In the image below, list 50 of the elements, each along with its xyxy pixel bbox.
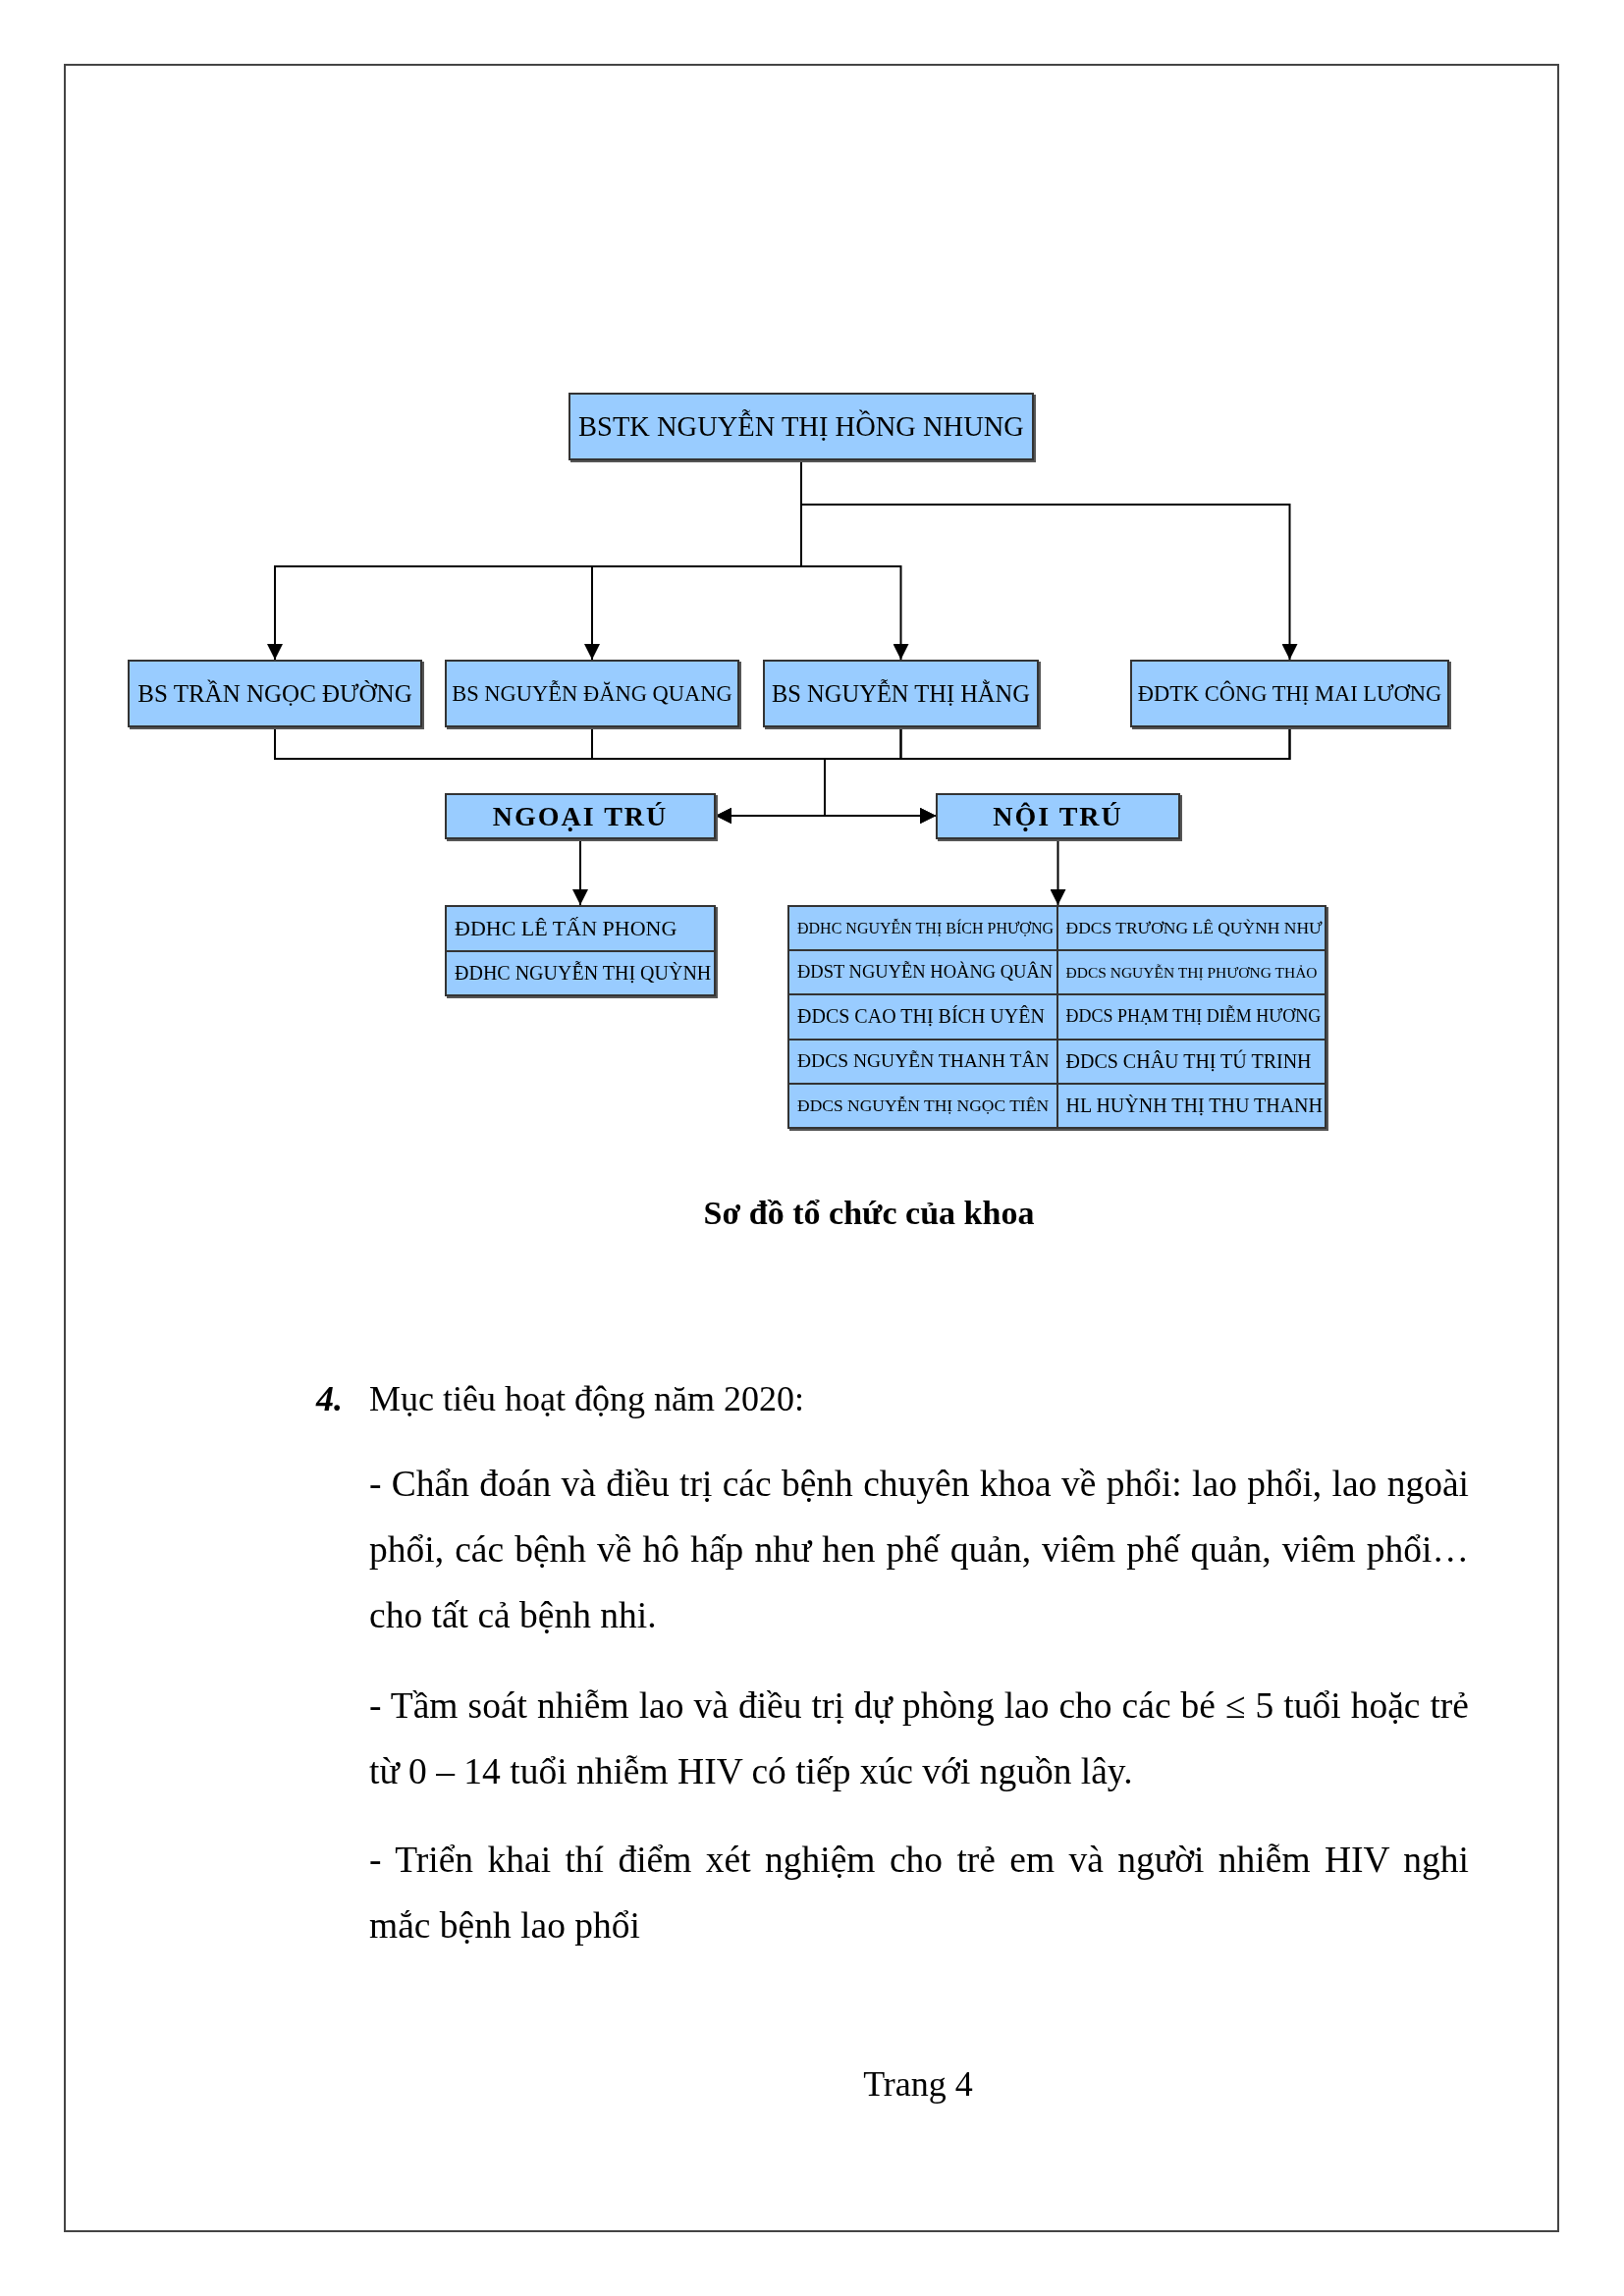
table-cell [1057, 907, 1325, 950]
box-label: NGOẠI TRÚ [492, 800, 669, 832]
table-cell [1057, 1084, 1325, 1127]
staff-table [445, 905, 716, 996]
box-label: ĐDHC NGUYỄN THỊ BÍCH PHƯỢNG [797, 919, 1054, 937]
body-paragraph: - Tầm soát nhiễm lao và điều trị dự phòng lao cho các bé ≤ 5 tuổi hoặc trẻ từ 0 – 14 tuổi nhiễm HIV có tiếp xúc với nguồn lây. [369, 1684, 1469, 1793]
diagram-caption: Sơ đồ tổ chức của khoa [702, 1195, 1036, 1232]
box-label: ĐDCS PHẠM THỊ DIỄM HƯƠNG [1065, 1006, 1322, 1028]
box-label: ĐDCS TRƯƠNG LÊ QUỲNH NHƯ [1065, 918, 1323, 939]
box-label: ĐDHC LÊ TẤN PHONG [455, 915, 677, 941]
connector-arrow [572, 838, 588, 906]
box-label: ĐDTK CÔNG THỊ MAI LƯƠNG [1137, 680, 1442, 707]
box-label: ĐDHC NGUYỄN THỊ QUỲNH [455, 961, 712, 985]
body-paragraph: - Chẩn đoán và điều trị các bệnh chuyên khoa về phổi: lao phổi, lao ngoài phổi, các bệnh về hô hấp như hen phế quản, viêm phế quản, viêm phổi…cho tất cả bệnh nhi. [369, 1463, 1469, 1637]
box-label: ĐDCS NGUYỄN THANH TÂN [797, 1050, 1050, 1073]
staff-table [787, 905, 1326, 1129]
table-cell [1057, 995, 1325, 1039]
box-label: BS NGUYỄN THỊ HẰNG [772, 679, 1030, 708]
page-number: Trang 4 [862, 2063, 974, 2106]
table-cell [1057, 1040, 1325, 1083]
box-label: ĐDCS CHÂU THỊ TÚ TRINH [1065, 1049, 1312, 1073]
box-label: NỘI TRÚ [993, 800, 1123, 832]
section-number: 4. [316, 1378, 344, 1420]
org-box [1130, 660, 1449, 727]
table-cell [447, 951, 714, 994]
box-label: ĐDCS NGUYỄN THỊ NGỌC TIÊN [797, 1095, 1049, 1116]
connector-arrow [824, 726, 1291, 824]
box-label: HL HUỲNH THỊ THU THANH [1065, 1094, 1323, 1117]
org-box [445, 793, 716, 839]
box-label: ĐDCS CAO THỊ BÍCH UYÊN [797, 1005, 1045, 1029]
box-label: BSTK NGUYỄN THỊ HỒNG NHUNG [578, 410, 1024, 443]
table-cell [789, 1040, 1056, 1083]
org-box [568, 393, 1034, 460]
org-box [763, 660, 1039, 727]
box-label: BS TRẦN NGỌC ĐƯỜNG [137, 679, 412, 708]
box-label: BS NGUYỄN ĐĂNG QUANG [452, 680, 732, 707]
connector-arrow [1050, 838, 1066, 906]
table-cell [1057, 951, 1325, 994]
section-heading: Mục tiêu hoạt động năm 2020: [369, 1378, 805, 1420]
table-cell [447, 907, 714, 950]
org-box [936, 793, 1180, 839]
box-label: ĐDCS NGUYỄN THỊ PHƯƠNG THẢO [1065, 963, 1318, 982]
box-label: ĐDST NGUYỄN HOÀNG QUÂN [797, 962, 1054, 984]
org-box [445, 660, 739, 727]
body-paragraph: - Triển khai thí điểm xét nghiệm cho trẻ em và người nhiễm HIV nghi mắc bệnh lao phổi [369, 1839, 1469, 1948]
table-cell [789, 1084, 1056, 1127]
table-cell [789, 951, 1056, 994]
org-box [128, 660, 422, 727]
table-cell [789, 995, 1056, 1039]
table-cell [789, 907, 1056, 950]
